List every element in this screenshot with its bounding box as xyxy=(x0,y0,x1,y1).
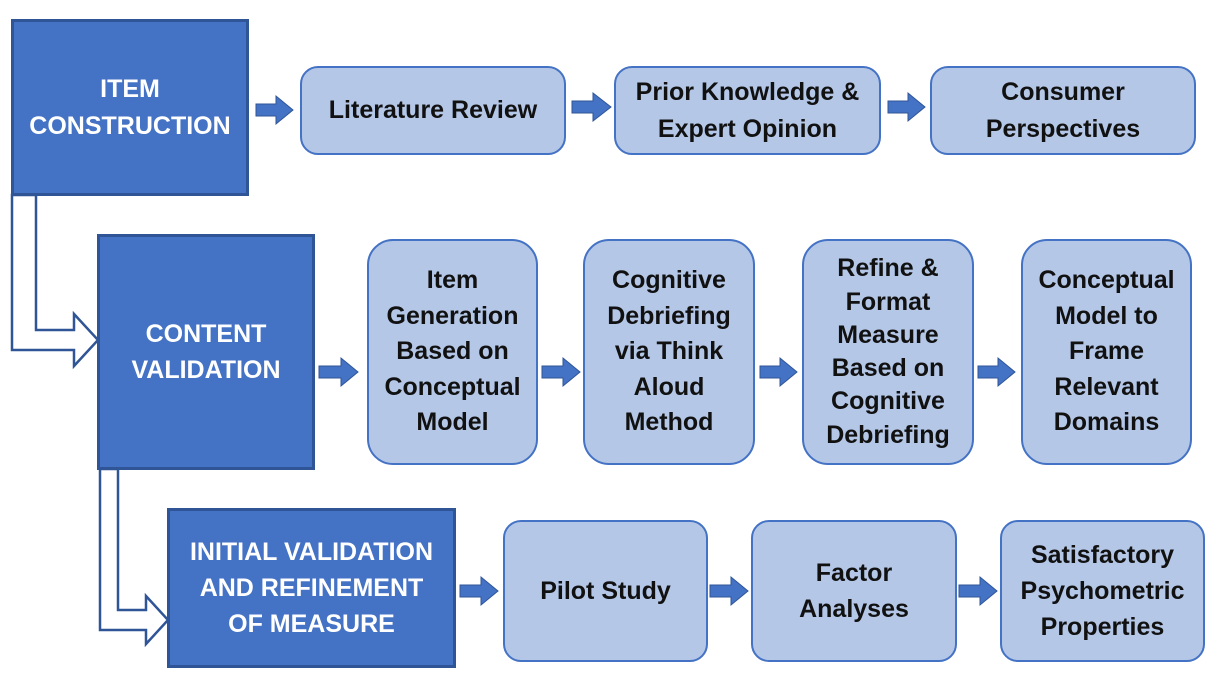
arrow-step5-to-step6 xyxy=(759,356,798,388)
step-cognitive-debriefing: Cognitive Debriefing via Think Aloud Met… xyxy=(583,239,755,465)
arrow-step6-to-step7 xyxy=(977,356,1016,388)
elbow-arrow-stage1-to-stage2 xyxy=(10,193,100,370)
stage-initial-validation: INITIAL VALIDATION AND REFINEMENT OF MEA… xyxy=(167,508,456,668)
step-literature-review: Literature Review xyxy=(300,66,566,155)
step-consumer-perspectives: Consumer Perspectives xyxy=(930,66,1196,155)
step-prior-knowledge-expert-opinion: Prior Knowledge & Expert Opinion xyxy=(614,66,881,155)
step-refine-format-measure: Refine & Format Measure Based on Cogniti… xyxy=(802,239,974,465)
step-factor-analyses: Factor Analyses xyxy=(751,520,957,662)
arrow-step8-to-step9 xyxy=(709,575,749,607)
arrow-step9-to-step10 xyxy=(958,575,998,607)
arrow-step1-to-step2 xyxy=(571,91,612,123)
stage-item-construction: ITEM CONSTRUCTION xyxy=(11,19,249,196)
step-item-generation: Item Generation Based on Conceptual Mode… xyxy=(367,239,538,465)
arrow-step2-to-step3 xyxy=(887,91,926,123)
arrow-stage3-to-step8 xyxy=(459,575,499,607)
arrow-step4-to-step5 xyxy=(541,356,581,388)
step-satisfactory-psychometric-properties: Satisfactory Psychometric Properties xyxy=(1000,520,1205,662)
stage-content-validation: CONTENT VALIDATION xyxy=(97,234,315,470)
step-pilot-study: Pilot Study xyxy=(503,520,708,662)
arrow-stage2-to-step1 xyxy=(318,356,359,388)
arrow-stage1-to-step1 xyxy=(255,94,294,126)
elbow-arrow-stage2-to-stage3 xyxy=(98,467,170,648)
step-conceptual-model: Conceptual Model to Frame Relevant Domai… xyxy=(1021,239,1192,465)
